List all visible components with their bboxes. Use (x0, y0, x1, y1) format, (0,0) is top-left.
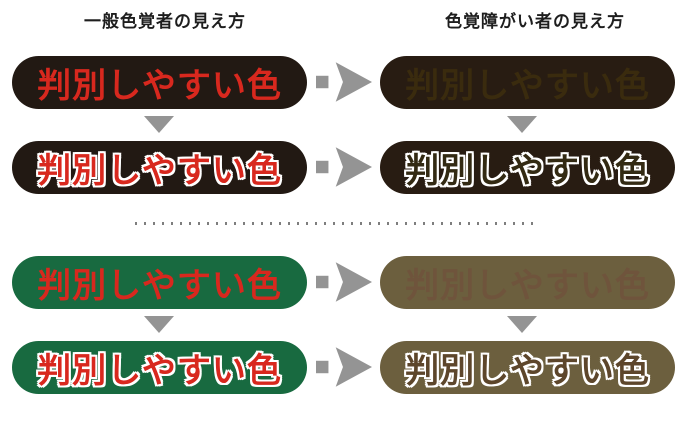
arrow-right-icon (316, 62, 372, 102)
arrow-right-icon (316, 147, 372, 187)
arrow-down-icon (507, 316, 537, 333)
badge-simulated-red-on-black: 判別しやすい色 (380, 56, 675, 109)
arrow-right-icon (316, 347, 372, 387)
badge-original-red-on-green: 判別しやすい色 (12, 256, 307, 309)
column-header-color-vision-deficiency: 色覚障がい者の見え方 (445, 12, 625, 31)
badge-simulated-red-on-green: 判別しやすい色 (380, 256, 675, 309)
column-header-general-vision: 一般色覚者の見え方 (84, 12, 246, 31)
badge-original-red-on-black: 判別しやすい色 (12, 56, 307, 109)
dotted-divider (135, 222, 535, 225)
badge-original-red-on-green-outlined: 判別しやすい色 (12, 341, 307, 394)
arrow-right-icon (316, 262, 372, 302)
badge-original-red-on-black-outlined: 判別しやすい色 (12, 141, 307, 194)
arrow-down-icon (144, 116, 174, 133)
arrow-down-icon (507, 116, 537, 133)
badge-simulated-red-on-green-outlined: 判別しやすい色 (380, 341, 675, 394)
badge-simulated-red-on-black-outlined: 判別しやすい色 (380, 141, 675, 194)
arrow-down-icon (144, 316, 174, 333)
